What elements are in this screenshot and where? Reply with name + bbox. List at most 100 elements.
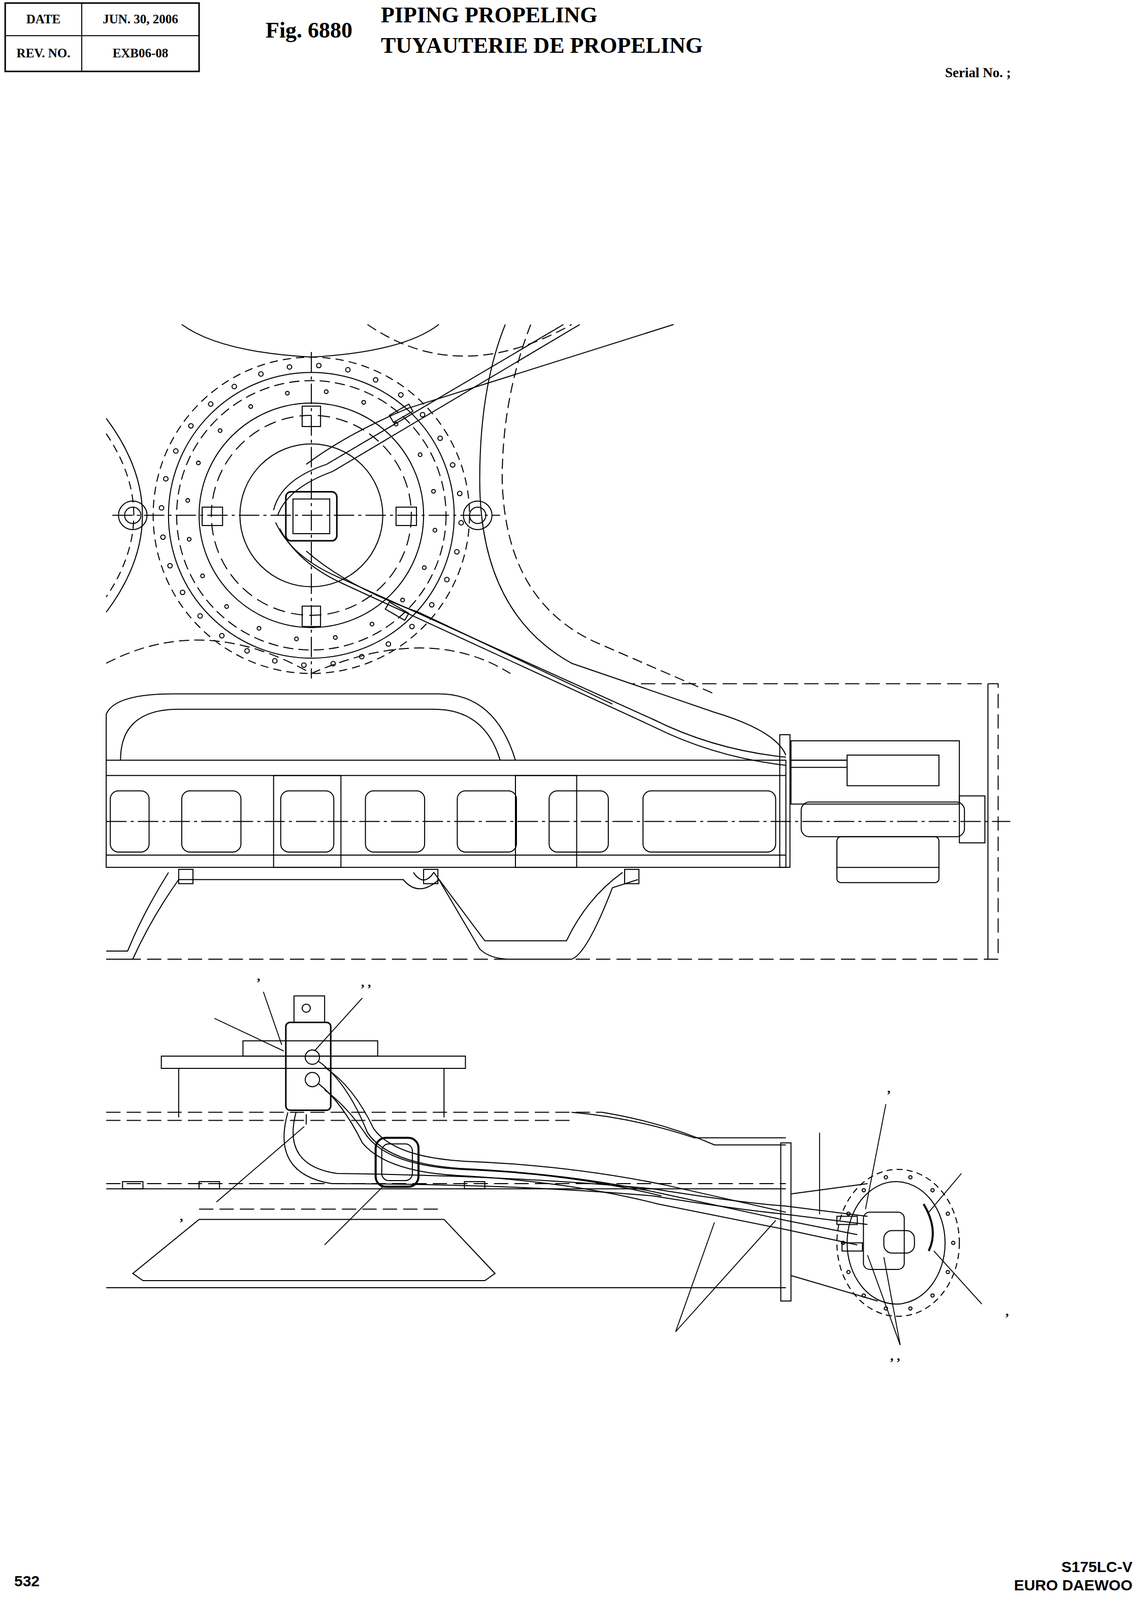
bolt-holes: [159, 363, 956, 1311]
frame: [367, 324, 572, 356]
hose: [318, 1061, 858, 1236]
centerline: [106, 821, 1011, 823]
bolt-hole: [324, 390, 329, 394]
motor-flange: [780, 1143, 791, 1302]
frame: [199, 1208, 444, 1210]
hose: [305, 1114, 307, 1125]
pad: [122, 1181, 143, 1189]
track-frame: [106, 854, 786, 856]
pad: [396, 507, 417, 526]
bolt-hole: [862, 1188, 866, 1192]
swivel-joint: [293, 499, 330, 534]
fitting: [841, 1243, 863, 1252]
frame: [106, 640, 511, 674]
bolt-hole: [258, 371, 264, 377]
bolt-hole: [272, 658, 278, 664]
header-cell: EXB06-08: [81, 35, 200, 72]
bolt-hole: [429, 602, 435, 608]
pad: [199, 1181, 220, 1189]
frame: [791, 1275, 879, 1302]
plate: [242, 1041, 378, 1057]
hose: [306, 324, 674, 465]
bolt-hole: [167, 563, 173, 569]
track-frame: [106, 760, 786, 868]
bolt-hole: [159, 505, 165, 511]
leader-line: [867, 1255, 900, 1346]
header-table: [5, 3, 200, 72]
brand-name: EURO DAEWOO: [897, 1576, 1133, 1594]
top-view: [106, 324, 1011, 960]
header-cell: DATE: [5, 3, 82, 36]
hose: [279, 528, 787, 766]
leader-line: [214, 1018, 284, 1052]
bolt-hole: [437, 436, 443, 441]
bolt-hole: [248, 404, 253, 409]
bolt-hole: [198, 613, 203, 619]
table-rule: [5, 35, 200, 37]
bolt-hole: [345, 367, 351, 373]
bolt-hole: [256, 626, 261, 631]
track-outline: [987, 683, 989, 960]
bolt-hole: [373, 377, 378, 383]
leader-line: [933, 1251, 982, 1305]
frame: [120, 709, 501, 761]
header-cell: JUN. 30, 2006: [81, 3, 200, 36]
bolt-hole: [930, 1188, 934, 1192]
bolt-hole: [188, 423, 194, 429]
bolt: [302, 1003, 311, 1013]
bolt-hole: [951, 1241, 955, 1245]
hose: [324, 1067, 786, 1213]
bolt-hole: [232, 384, 237, 389]
drum: [836, 836, 939, 883]
pad: [202, 507, 223, 526]
hose: [283, 1112, 868, 1225]
serial-note: Serial No. ;: [945, 65, 1012, 81]
port: [305, 1072, 320, 1087]
frame: [106, 1119, 572, 1121]
pad: [302, 606, 321, 627]
swivel-joint: [285, 1022, 331, 1111]
swivel-joint: [285, 492, 337, 541]
leader-line: [216, 1126, 305, 1203]
bracket: [178, 869, 193, 884]
bolt-hole: [394, 422, 398, 427]
leader-line: [324, 1185, 384, 1246]
bolt-hole: [862, 1293, 866, 1297]
bolt-hole: [196, 461, 201, 465]
bolt-hole: [160, 534, 166, 540]
header-cell: REV. NO.: [5, 35, 82, 72]
frame: [181, 324, 439, 357]
bolt-hole: [431, 489, 436, 494]
figure-subtitle: TUYAUTERIE DE PROPELING: [380, 33, 703, 58]
centerline: [112, 514, 501, 516]
bolt-hole: [180, 590, 185, 595]
leader-line: [263, 991, 282, 1045]
bolt-hole: [884, 1307, 888, 1311]
bolt-hole: [847, 1270, 851, 1274]
bolt-hole: [187, 537, 191, 541]
pad: [302, 406, 321, 427]
bolt-hole: [331, 661, 336, 667]
leader-line: [865, 1104, 886, 1210]
bolt-hole: [359, 654, 365, 660]
port: [305, 1050, 320, 1065]
bolt-hole: [287, 364, 292, 370]
frame: [106, 418, 143, 613]
bolt-hole: [433, 528, 437, 533]
frame: [106, 1287, 786, 1289]
leader-line: [819, 1132, 821, 1215]
bolt-hole: [847, 1212, 851, 1216]
clamp: [375, 1138, 419, 1187]
leader-line: [314, 997, 363, 1051]
hose: [275, 522, 787, 758]
bolt-hole: [316, 363, 321, 368]
bolt-hole: [946, 1212, 950, 1216]
leader-line: [675, 1222, 715, 1332]
bracket: [624, 869, 639, 884]
frame: [106, 1111, 603, 1113]
axle: [959, 795, 985, 843]
swivel-top: [294, 995, 325, 1023]
bolt-hole: [409, 624, 415, 629]
axle: [801, 802, 965, 837]
